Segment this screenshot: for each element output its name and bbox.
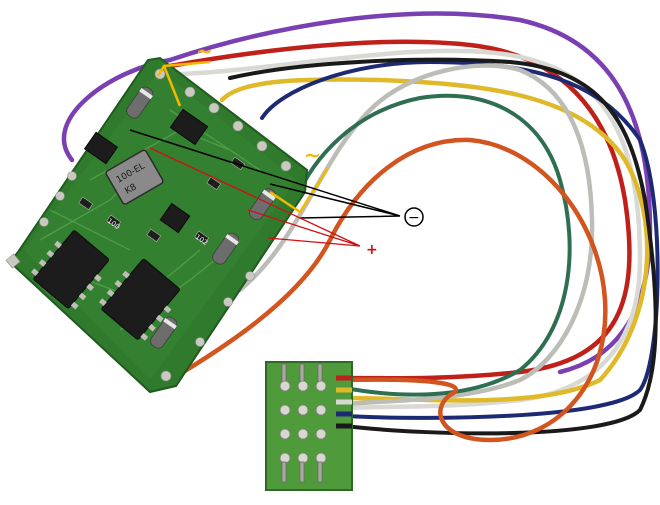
inductor-coil xyxy=(105,149,164,205)
small-ic-top xyxy=(169,108,209,146)
positive-symbol: + xyxy=(366,242,378,258)
connector-pins xyxy=(279,363,327,483)
black-wire xyxy=(228,57,658,436)
green-wire xyxy=(298,93,572,397)
blue-wire xyxy=(260,60,660,420)
ac-symbol-top: ~ xyxy=(196,39,213,63)
pin-connector xyxy=(265,361,353,491)
orange-wire xyxy=(167,137,608,443)
white-wire xyxy=(177,48,643,411)
smd-parts xyxy=(78,156,246,245)
wire-bundle xyxy=(61,11,660,443)
connector-wire-stubs xyxy=(336,375,352,429)
red-wire xyxy=(167,39,632,381)
negative-symbol-text: − xyxy=(408,210,420,226)
ac-symbol-right: ~ xyxy=(304,143,321,167)
positive-leader-lines xyxy=(149,147,361,247)
negative-circle-symbol xyxy=(404,207,424,227)
annotations: ~ ~ − + xyxy=(129,39,424,258)
small-ic-mid xyxy=(83,131,119,165)
yellow-bracket-top xyxy=(156,60,211,107)
yellow-wire xyxy=(219,77,650,403)
decoder-board: 100-EL K8 xyxy=(5,56,309,394)
small-ic-center xyxy=(159,202,191,234)
grey-wire xyxy=(237,63,595,407)
solder-pads xyxy=(5,68,292,382)
negative-leader-lines xyxy=(129,129,401,219)
yellow-bracket-right xyxy=(269,167,330,214)
